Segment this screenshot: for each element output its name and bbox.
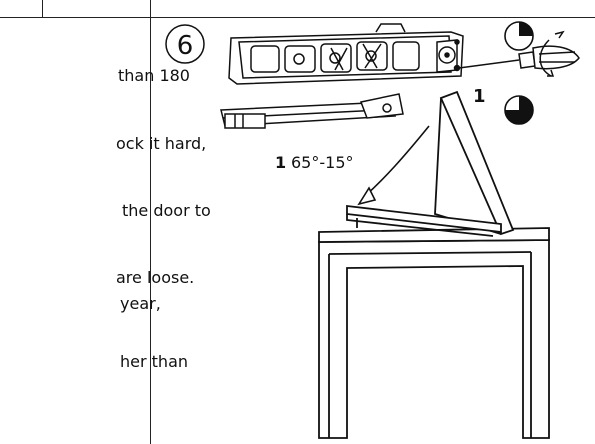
step-number: 6 <box>177 31 194 61</box>
screwdriver-icon <box>458 30 580 77</box>
angle-callout-number: 1 <box>275 153 286 172</box>
instruction-line-4: are loose. <box>116 268 195 287</box>
instruction-line-2: ock it hard, <box>116 134 207 153</box>
open-door-panel <box>346 90 515 237</box>
instruction-text-column: than 180 ock it hard, the door to are lo… <box>0 18 211 444</box>
door-closer-illustration: 6 <box>151 18 595 444</box>
door-frame <box>318 227 550 439</box>
instruction-line-1: than 180 <box>118 66 190 85</box>
clock-three-quarter-icon <box>504 95 534 125</box>
instruction-line-5: year, <box>120 294 161 313</box>
table-divider-middle <box>150 0 151 444</box>
callout-number: 1 <box>473 86 486 107</box>
instruction-line-3: the door to <box>122 201 211 220</box>
instruction-line-6: her than <box>120 352 189 371</box>
door-closer-body <box>228 23 464 85</box>
step-number-badge: 6 <box>165 24 205 64</box>
table-divider-top <box>0 17 595 18</box>
angle-label: 65°-15° <box>291 153 354 172</box>
door-closer-arm <box>220 93 404 129</box>
clock-quarter-icon <box>504 21 534 51</box>
table-divider-left <box>42 0 43 17</box>
swing-arrow <box>357 125 430 206</box>
